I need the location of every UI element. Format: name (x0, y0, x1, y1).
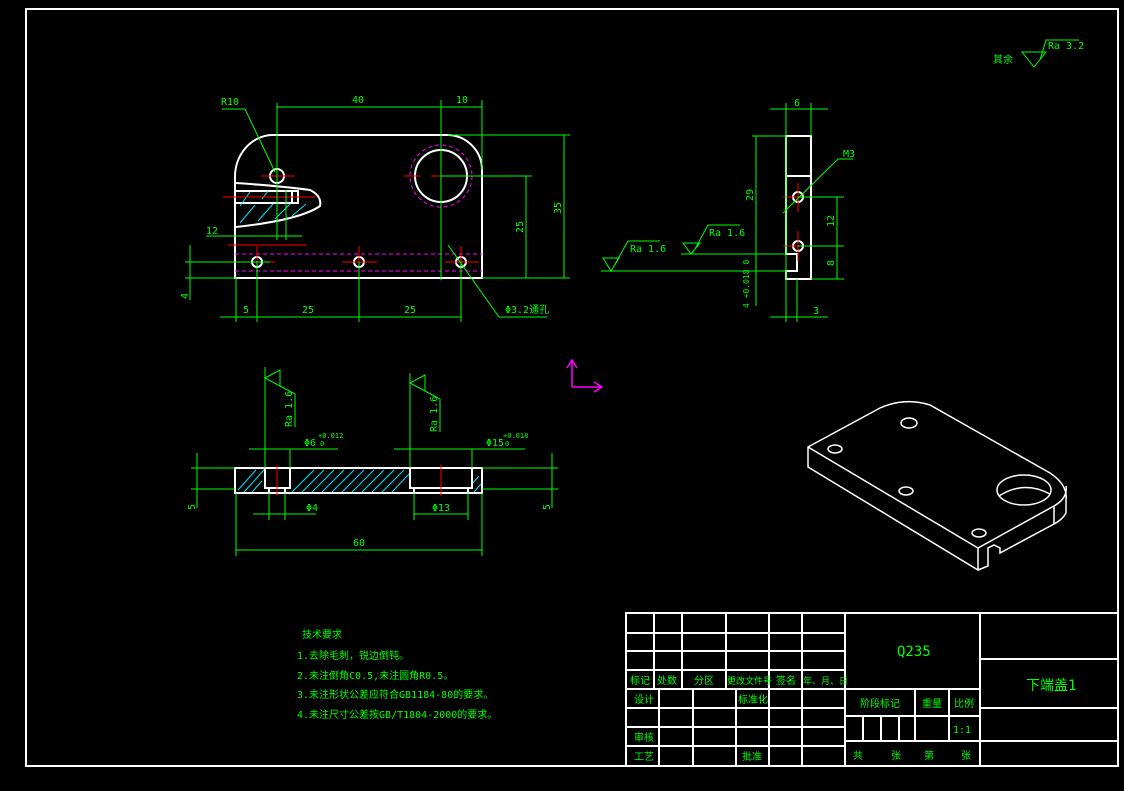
dim-60: 60 (353, 538, 365, 549)
label-review: 审核 (634, 731, 654, 744)
drawing-border (25, 8, 1119, 767)
title-block: 标记 处数 分区 更改文件号 签名 年、月、日 设计 标准化 审核 工艺 批准 … (625, 612, 1119, 767)
label-design: 设计 (634, 693, 654, 706)
tol-phi6-upper: +0.012 (318, 432, 343, 440)
roughness-ra-left: Ra 1.6 (284, 391, 295, 427)
tol-phi6-lower: 0 (320, 440, 324, 448)
dim-phi13: Φ13 (432, 503, 450, 514)
roughness-label: 其余 (993, 53, 1013, 66)
dim-3: 3 (813, 306, 819, 317)
dim-25-b: 25 (404, 305, 416, 316)
tech-req-item: 4.未注尺寸公差按GB/T1804-2000的要求。 (297, 708, 497, 721)
ucs-axis-icon (566, 358, 604, 393)
front-view: 40 10 R10 35 25 12 4 5 25 25 Φ3.2通孔 (180, 95, 570, 322)
header-date: 年、月、日 (803, 675, 848, 687)
label-scale: 比例 (954, 697, 974, 710)
header-count: 处数 (657, 674, 677, 687)
label-stage-mark: 阶段标记 (860, 697, 900, 710)
header-signature: 签名 (776, 674, 796, 687)
roughness-value: Ra 3.2 (1048, 41, 1084, 52)
label-weight: 重量 (922, 697, 942, 710)
tol-phi15-upper: +0.018 (503, 432, 528, 440)
dim-25-a: 25 (302, 305, 314, 316)
tech-req-item: 2.未注倒角C0.5,未注圆角R0.5。 (297, 669, 453, 682)
roughness-ra-2: Ra 1.6 (709, 228, 745, 239)
dim-12: 12 (206, 226, 218, 237)
header-zone: 分区 (694, 675, 714, 687)
dim-5: 5 (243, 305, 249, 316)
header-change-doc: 更改文件号 (727, 675, 772, 687)
dim-phi4: Φ4 (306, 503, 318, 514)
part-name: 下端盖1 (1026, 678, 1076, 694)
label-sheets-2: 张 (961, 750, 971, 762)
dim-r10: R10 (221, 97, 239, 108)
material: Q235 (897, 644, 931, 660)
label-approve: 批准 (742, 750, 762, 763)
isometric-view (807, 400, 1067, 571)
dim-25-vertical: 25 (515, 221, 526, 233)
tech-req-title: 技术要求 (302, 628, 342, 641)
dim-m3: M3 (843, 149, 855, 160)
dim-8: 8 (826, 260, 837, 266)
roughness-symbol (1020, 39, 1079, 68)
label-sheets: 张 (891, 750, 901, 762)
general-roughness-note: 其余 Ra 3.2 (993, 39, 1084, 68)
label-process: 工艺 (634, 751, 654, 763)
label-standardize: 标准化 (738, 693, 768, 706)
dim-29: 29 (745, 189, 756, 201)
dim-5-left: 5 (187, 504, 198, 510)
dim-10: 10 (456, 95, 468, 106)
tech-req-item: 3.未注形状公差应符合GB1184-80的要求。 (297, 688, 493, 701)
dim-5-right: 5 (542, 504, 553, 510)
dim-phi6: Φ6 (304, 438, 316, 449)
hole-note: Φ3.2通孔 (505, 304, 549, 316)
section-view: Ra 1.6 Ra 1.6 Φ6 +0.012 0 Φ15 +0.018 0 Φ… (187, 367, 558, 556)
scale-value: 1:1 (953, 725, 971, 736)
dim-4: 4 (180, 293, 191, 299)
header-mark: 标记 (630, 675, 650, 687)
roughness-ra-right: Ra 1.6 (429, 396, 440, 432)
dim-phi15: Φ15 (486, 438, 504, 449)
dim-tolerance: 4 +0.018 0 (742, 260, 751, 308)
dim-6: 6 (794, 98, 800, 109)
technical-requirements: 技术要求 1.去除毛刺，锐边倒钝。 2.未注倒角C0.5,未注圆角R0.5。 3… (297, 628, 497, 721)
dim-40: 40 (352, 95, 364, 106)
dim-12-side: 12 (826, 215, 837, 227)
tol-phi15-lower: 0 (505, 440, 509, 448)
side-view: 6 29 M3 12 8 3 4 +0.018 0 Ra 1.6 Ra 1.6 (601, 98, 855, 322)
tech-req-item: 1.去除毛刺，锐边倒钝。 (297, 649, 409, 662)
dim-35: 35 (553, 202, 564, 214)
label-sheet-no: 第 (924, 749, 934, 762)
roughness-ra-1: Ra 1.6 (630, 244, 666, 255)
label-total: 共 (853, 750, 863, 762)
